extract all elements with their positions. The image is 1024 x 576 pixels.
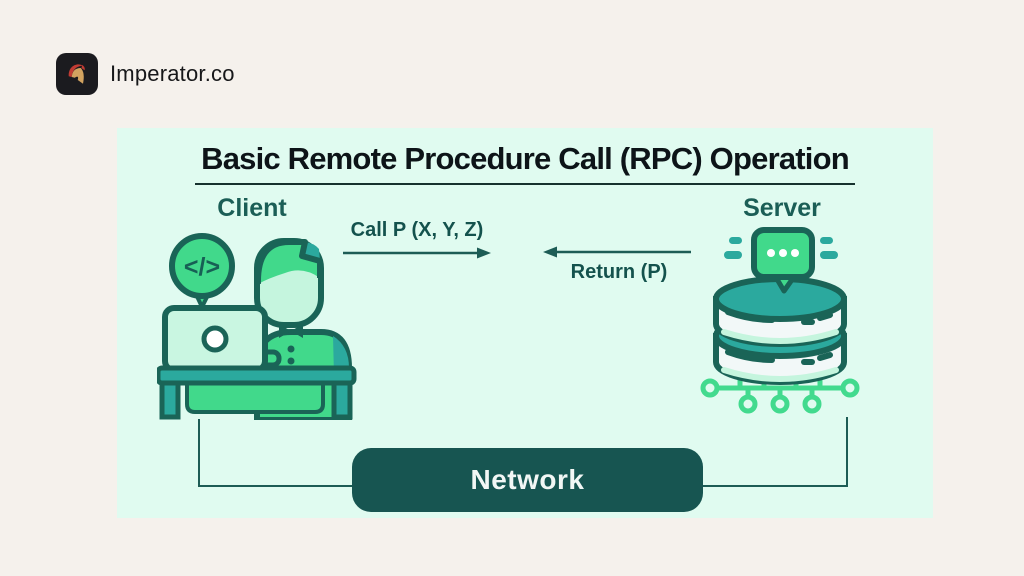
- server-label: Server: [743, 194, 821, 222]
- rpc-diagram-panel: Basic Remote Procedure Call (RPC) Operat…: [117, 128, 933, 518]
- server-network-connector: [703, 417, 848, 487]
- server-illustration: [700, 227, 860, 414]
- brand-name: Imperator.co: [110, 61, 235, 86]
- circuit-traces-icon: [700, 369, 860, 414]
- network-label: Network: [470, 464, 585, 495]
- brand-badge: [56, 53, 98, 95]
- return-label: Return (P): [570, 261, 668, 283]
- desk-icon: [157, 365, 357, 420]
- laptop-icon: [162, 305, 268, 373]
- client-network-connector: [198, 419, 352, 487]
- client-illustration: </>: [157, 233, 357, 420]
- brand-logo: Imperator.co: [56, 53, 235, 95]
- call-label: Call P (X, Y, Z): [350, 219, 484, 241]
- network-node: Network: [352, 448, 703, 512]
- code-bubble-icon: </>: [169, 233, 235, 309]
- call-arrow-icon: [343, 247, 491, 259]
- chat-bubble-icon: [724, 227, 838, 294]
- client-label: Client: [217, 194, 287, 222]
- database-stack-icon: [713, 276, 847, 385]
- diagram-title: Basic Remote Procedure Call (RPC) Operat…: [195, 141, 855, 185]
- svg-text:</>: </>: [184, 253, 220, 281]
- return-arrow-icon: [543, 246, 691, 258]
- spartan-helmet-icon: [68, 64, 85, 84]
